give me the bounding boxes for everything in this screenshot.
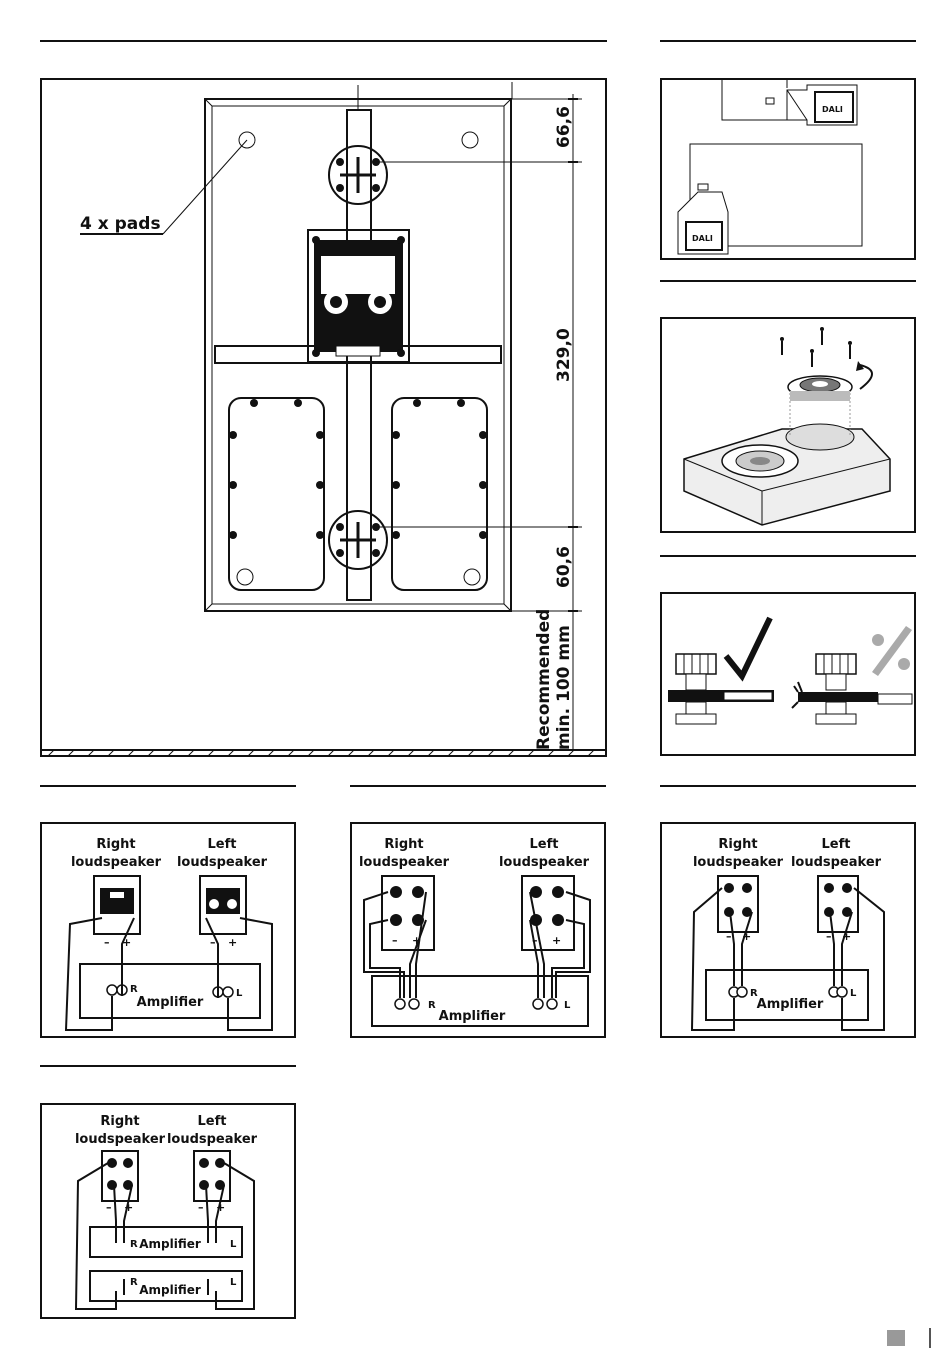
left-label-2: loudspeaker bbox=[177, 855, 268, 870]
left-label-2: loudspeaker bbox=[167, 1132, 258, 1147]
tweeter-panel bbox=[660, 317, 916, 533]
right-label-1: Right bbox=[718, 837, 757, 852]
header-rule-bottom-3 bbox=[660, 785, 916, 787]
right-label-1: Right bbox=[100, 1114, 139, 1129]
ch-r: R bbox=[750, 988, 758, 999]
wiring-diagram-single: Right loudspeaker Left loudspeaker – + –… bbox=[64, 837, 273, 1031]
header-rule-main bbox=[40, 40, 607, 42]
header-rule-bottom-4 bbox=[40, 1065, 296, 1067]
plus-l: + bbox=[552, 934, 561, 947]
plus-l: + bbox=[842, 930, 851, 943]
left-label-1: Left bbox=[198, 1114, 227, 1129]
recommended-label-2: min. 100 mm bbox=[554, 625, 574, 750]
header-rule-bottom-2 bbox=[350, 785, 606, 787]
plus-r: + bbox=[412, 934, 421, 947]
ch-r: R bbox=[428, 1000, 436, 1011]
amplifier-label: Amplifier bbox=[439, 1009, 506, 1024]
packaging-panel: DALI DALI bbox=[660, 78, 916, 260]
mounting-diagram: 4 x pads 66,6 329,0 60,6 Recommended min… bbox=[42, 82, 605, 755]
wiring-panel-single: Right loudspeaker Left loudspeaker – + –… bbox=[40, 822, 296, 1038]
cable-check-panel bbox=[660, 592, 916, 756]
ch-l: L bbox=[850, 988, 857, 999]
left-label-1: Left bbox=[208, 837, 237, 852]
right-label-2: loudspeaker bbox=[693, 855, 784, 870]
header-rule-right-2 bbox=[660, 280, 916, 282]
wiring-panel-biamp: Right loudspeaker Left loudspeaker – + –… bbox=[40, 1103, 296, 1319]
minus-r: – bbox=[104, 936, 110, 949]
tweeter-diagram bbox=[683, 327, 891, 526]
page-edge-bar bbox=[929, 1328, 931, 1348]
wiring-diagram-jumper: Right loudspeaker Left loudspeaker – + –… bbox=[690, 837, 885, 1031]
ch-l: L bbox=[564, 1000, 571, 1011]
plus-r: + bbox=[124, 1201, 133, 1214]
amplifier-label-1: Amplifier bbox=[139, 1237, 201, 1251]
ch-r: R bbox=[130, 984, 138, 995]
wiring-panel-biwire: Right loudspeaker Left loudspeaker – + –… bbox=[350, 822, 606, 1038]
ch-l-1: L bbox=[230, 1239, 237, 1250]
header-rule-bottom-1 bbox=[40, 785, 296, 787]
right-label-2: loudspeaker bbox=[75, 1132, 166, 1147]
mounting-diagram-panel: 4 x pads 66,6 329,0 60,6 Recommended min… bbox=[40, 78, 607, 757]
terminal-incorrect bbox=[791, 653, 913, 725]
ch-l-2: L bbox=[230, 1277, 237, 1288]
right-label-1: Right bbox=[96, 837, 135, 852]
plus-l: + bbox=[216, 1201, 225, 1214]
amplifier-label: Amplifier bbox=[757, 997, 824, 1012]
pads-label: 4 x pads bbox=[80, 214, 161, 234]
cable-check-diagram bbox=[668, 616, 913, 725]
right-label-2: loudspeaker bbox=[71, 855, 162, 870]
wiring-panel-jumper: Right loudspeaker Left loudspeaker – + –… bbox=[660, 822, 916, 1038]
dali-logo-bottom: DALI bbox=[692, 234, 713, 243]
wiring-diagram-biamp: Right loudspeaker Left loudspeaker – + –… bbox=[75, 1114, 258, 1310]
minus-r: – bbox=[726, 930, 732, 943]
minus-l: – bbox=[210, 936, 216, 949]
minus-l: – bbox=[198, 1201, 204, 1214]
no-icon bbox=[872, 626, 912, 676]
right-label-1: Right bbox=[384, 837, 423, 852]
header-rule-right-1 bbox=[660, 40, 916, 42]
plus-r: + bbox=[122, 936, 131, 949]
amplifier-label: Amplifier bbox=[137, 995, 204, 1010]
minus-l: – bbox=[532, 934, 538, 947]
header-rule-right-3 bbox=[660, 555, 916, 557]
dim-bottom-label: 60,6 bbox=[554, 546, 574, 588]
left-label-2: loudspeaker bbox=[791, 855, 882, 870]
plus-r: + bbox=[742, 930, 751, 943]
amplifier-label-2: Amplifier bbox=[139, 1283, 201, 1297]
dim-top-label: 66,6 bbox=[554, 106, 574, 148]
packaging-diagram: DALI DALI bbox=[677, 80, 863, 255]
ch-r-1: R bbox=[130, 1239, 138, 1250]
minus-r: – bbox=[392, 934, 398, 947]
left-label-1: Left bbox=[822, 837, 851, 852]
plus-l: + bbox=[228, 936, 237, 949]
floor-hatch bbox=[48, 749, 595, 755]
left-label-2: loudspeaker bbox=[499, 855, 590, 870]
minus-l: – bbox=[826, 930, 832, 943]
terminal-correct bbox=[668, 653, 774, 725]
minus-r: – bbox=[106, 1201, 112, 1214]
ch-l: L bbox=[236, 988, 243, 999]
checkmark-icon bbox=[723, 616, 773, 682]
page-marker bbox=[887, 1330, 905, 1346]
dali-logo-top: DALI bbox=[822, 105, 843, 114]
ch-r-2: R bbox=[130, 1277, 138, 1288]
left-label-1: Left bbox=[530, 837, 559, 852]
wiring-diagram-biwire: Right loudspeaker Left loudspeaker – + –… bbox=[359, 837, 591, 1027]
screws bbox=[780, 327, 852, 367]
right-label-2: loudspeaker bbox=[359, 855, 450, 870]
recommended-label-1: Recommended bbox=[534, 609, 554, 750]
dim-mid-label: 329,0 bbox=[554, 328, 574, 382]
